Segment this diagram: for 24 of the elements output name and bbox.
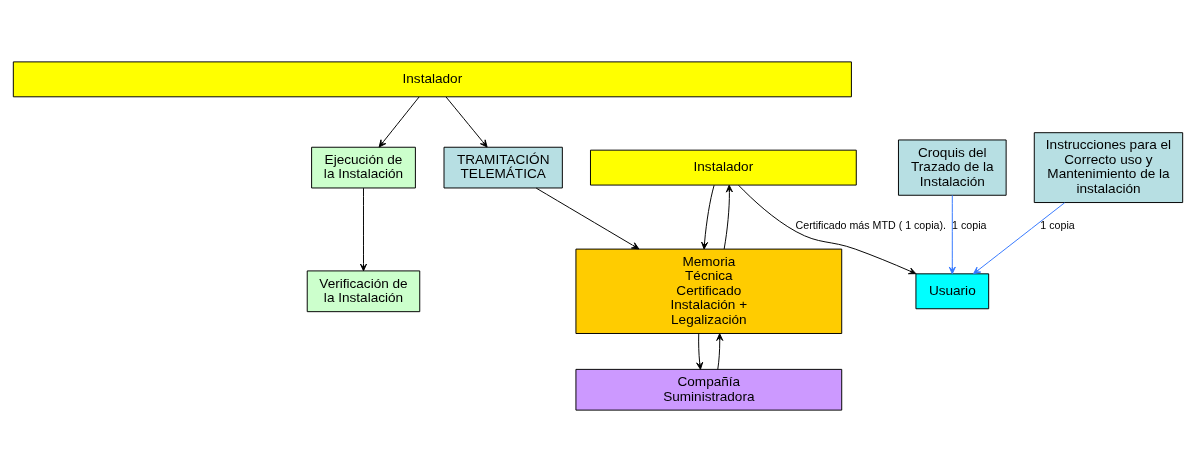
node-box: Verificación de la Instalación [306,269,421,312]
edge-label: 1 copia [952,218,987,231]
node-box: Usuario [915,272,990,309]
arrow [359,187,368,271]
arrow [701,184,715,249]
arrow [696,332,704,370]
arrow [378,95,420,147]
node-box: Compañía Suministradora [575,368,843,411]
arrow [948,194,956,274]
arrow [445,95,488,147]
arrow [723,184,733,249]
arrow [535,187,640,249]
arrow [973,201,1066,274]
node-box: TRAMITACIÓN TELEMÁTICA [443,146,563,188]
node-box: Croquis del Trazado de la Instalación [898,139,1007,196]
edge-label: 1 copia [1040,218,1075,231]
node-box: Instrucciones para el Correcto uso y Mantenimiento de la instalación [1033,131,1184,203]
arrow [716,332,724,370]
edge-label: Certificado más MTD ( 1 copia). [795,218,947,231]
node-box: Memoria Técnica Certificado Instalación + Legalización [575,248,843,334]
node-box: Instalador [590,149,857,186]
node-box: Instalador [12,60,852,97]
arrow [738,184,917,274]
node-box: Ejecución de la Instalación [311,146,416,188]
